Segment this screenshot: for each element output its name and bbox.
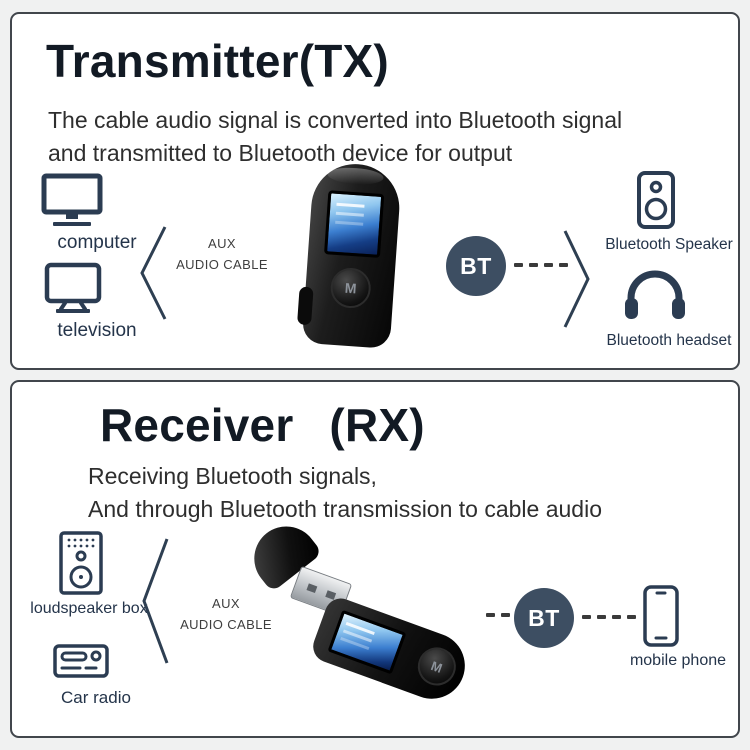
usb-contact (306, 583, 318, 594)
fanout-bracket-left (140, 226, 167, 320)
dash-connector (514, 263, 568, 267)
description-line-2: And through Bluetooth transmission to ca… (88, 495, 602, 522)
aux-cable-label: AUX AUDIO CABLE (164, 594, 288, 636)
mobile-phone-icon (642, 584, 680, 648)
receiver-panel: Receiver (RX) Receiving Bluetooth signals… (10, 380, 740, 738)
television-icon (44, 262, 102, 314)
aux-cable-label: AUX AUDIO CABLE (160, 234, 284, 276)
adapter-mode-button: M (412, 642, 462, 691)
bluetooth-headset-icon (622, 268, 688, 322)
adapter-body: M (297, 161, 403, 349)
dash-connector (486, 613, 510, 617)
description-line-1: The cable audio signal is converted into… (48, 107, 623, 133)
bt-badge: BT (514, 588, 574, 648)
bluetooth-adapter-photo: M (294, 161, 414, 354)
car-radio-icon (52, 638, 110, 684)
source-label-television: television (57, 320, 137, 341)
bluetooth-speaker-icon (636, 170, 676, 230)
fanout-bracket-left (142, 538, 169, 664)
aux-label-line-1: AUX (212, 596, 240, 611)
adapter-body: M (308, 593, 475, 708)
source-label-computer: computer (57, 232, 137, 253)
adapter-mode-button: M (329, 266, 373, 310)
description-line-1: Receiving Bluetooth signals, (88, 463, 377, 489)
adapter-lcd-screen (323, 190, 385, 258)
transmitter-title-suffix: (TX) (298, 35, 389, 87)
target-label-headset: Bluetooth headset (606, 332, 732, 349)
source-label-car-radio: Car radio (61, 688, 131, 707)
transmitter-title-main: Transmitter (46, 35, 299, 87)
transmitter-title: Transmitter(TX) (46, 34, 389, 88)
receiver-title: Receiver (RX) (100, 398, 425, 452)
aux-label-line-2: AUDIO CABLE (176, 256, 268, 272)
transmitter-description: The cable audio signal is converted into… (48, 104, 622, 169)
description-line-2: and transmitted to Bluetooth device for … (48, 139, 513, 166)
target-label-speaker: Bluetooth Speaker (605, 236, 733, 253)
dash-connector (582, 615, 636, 619)
transmitter-panel: Transmitter(TX) The cable audio signal i… (10, 12, 740, 370)
loudspeaker-box-icon (58, 530, 104, 596)
computer-icon (40, 172, 104, 228)
adapter-clip (297, 286, 314, 326)
bt-badge: BT (446, 236, 506, 296)
target-label-mobile-phone: mobile phone (629, 652, 727, 669)
receiver-title-main: Receiver (100, 399, 294, 451)
fanout-bracket-right (563, 230, 590, 328)
aux-label-line-1: AUX (208, 236, 236, 251)
adapter-lcd-screen (327, 609, 407, 675)
source-label-loudspeaker: loudspeaker box (30, 600, 148, 617)
receiver-description: Receiving Bluetooth signals, And through… (88, 460, 602, 525)
bluetooth-adapter-photo: M (224, 513, 475, 708)
receiver-title-suffix: (RX) (329, 399, 425, 451)
aux-label-line-2: AUDIO CABLE (180, 616, 272, 632)
